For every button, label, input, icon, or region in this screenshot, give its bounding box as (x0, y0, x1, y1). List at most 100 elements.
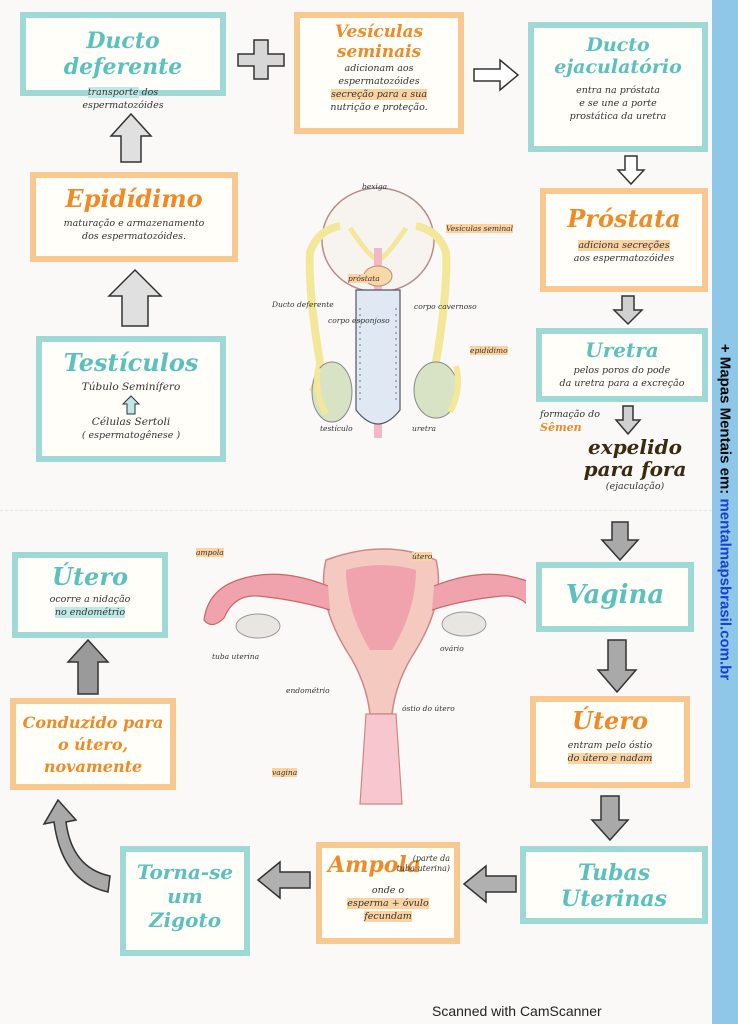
tubas-line1: Tubas (577, 860, 651, 886)
arrow-down-icon (616, 155, 646, 186)
ducto-deferente-title: Ducto deferente (63, 28, 183, 80)
expelido-line1: expelido (588, 435, 682, 459)
prostata-line1: adiciona secreções (578, 240, 670, 251)
prostata-title: Próstata (567, 204, 681, 233)
ampola-title: Ampola (328, 852, 422, 878)
testiculos-line3: ( espermatogênese ) (81, 430, 181, 441)
label-bexiga: bexiga (362, 182, 388, 191)
box-uretra: Uretra pelos poros do pode da uretra par… (536, 328, 708, 402)
label-vagina: vagina (272, 768, 298, 777)
box-utero-right: Útero entram pelo óstio do útero e nadam (530, 696, 690, 788)
arrow-down-icon (590, 795, 630, 842)
ampola-line3: fecundam (364, 911, 412, 922)
box-zigoto: Torna-se um Zigoto (120, 846, 250, 956)
testiculos-line2: Células Sertoli (91, 416, 171, 428)
box-ducto-deferente: Ducto deferente transporte dos espermato… (20, 12, 226, 111)
arrow-left-icon (256, 860, 311, 900)
vesiculas-line3: secreção para a sua (330, 89, 428, 100)
arrow-down-icon (612, 295, 644, 326)
conduzido-line2: o útero, (57, 735, 129, 754)
expelido-note: expelido para fora (ejaculação) (560, 436, 710, 493)
zigoto-line1: Torna-se (136, 860, 234, 884)
label-ampola: ampola (196, 548, 224, 557)
label-ostio: óstio do útero (402, 704, 455, 713)
box-epididimo: Epidídimo maturação e armazenamento dos … (30, 172, 238, 262)
prostata-line2: aos espermatozóides (573, 253, 675, 264)
testiculos-title: Testículos (63, 348, 199, 377)
label-utero: útero (412, 552, 433, 561)
tubas-line2: Uterinas (561, 886, 667, 912)
arrow-up-icon (66, 638, 110, 695)
box-ducto-ejaculatorio: Ducto ejaculatório entra na próstata e s… (528, 22, 708, 152)
label-epididimo: epidídimo (470, 346, 508, 355)
utero-top-title: Útero (52, 562, 128, 591)
ejaculatorio-title2: ejaculatório (554, 56, 682, 78)
box-utero-top: Útero ocorre a nidação no endométrio (12, 552, 168, 638)
arrow-left-icon (462, 864, 517, 904)
utero-top-line1: ocorre a nidação (49, 594, 131, 605)
male-reproductive-diagram (305, 187, 461, 438)
plus-icon (237, 39, 285, 80)
ejaculatorio-line2: e se une a porte (579, 98, 657, 109)
box-testiculos: Testículos Túbulo Seminífero Células Ser… (36, 336, 226, 462)
uretra-line1: pelos poros do pode (573, 365, 671, 376)
penis-shape (355, 289, 401, 425)
box-vagina: Vagina (536, 562, 694, 632)
expelido-sub: (ejaculação) (605, 481, 665, 492)
arrow-right-icon (473, 58, 520, 92)
ampola-note2: tuba uterina) (396, 864, 450, 873)
epididimo-title: Epidídimo (65, 184, 203, 213)
ovary-right-shape (441, 611, 487, 637)
epididimo-line1: maturação e armazenamento (63, 218, 205, 229)
utero-top-line2: no endométrio (54, 607, 126, 618)
vesiculas-line4: nutrição e proteção. (330, 102, 428, 113)
box-prostata: Próstata adiciona secreções aos espermat… (540, 188, 708, 292)
utero-right-title: Útero (572, 706, 648, 735)
ovary-left-shape (235, 613, 281, 639)
sidebar-text: + Mapas Mentais em: mentalmapsbrasil.com… (717, 344, 734, 680)
tube-right-shape (431, 573, 526, 611)
box-vesiculas-seminais: Vesículas seminais adicionam aos esperma… (294, 12, 464, 134)
label-tuba: tuba uterina (212, 652, 260, 661)
testiculos-line1: Túbulo Seminífero (81, 381, 181, 393)
arrow-up-icon (109, 112, 153, 163)
semen-line2: Sêmen (540, 421, 582, 434)
sidebar-prefix: + Mapas Mentais em: (716, 343, 734, 499)
scanner-watermark: Scanned with CamScanner (432, 1003, 602, 1019)
utero-right-line1: entram pelo óstio (567, 740, 653, 751)
epididimo-line2: dos espermatozóides. (81, 231, 186, 242)
semen-line1: formação do (540, 409, 600, 420)
ejaculatorio-line1: entra na próstata (576, 85, 660, 96)
sidebar-url-link[interactable]: mentalmapsbrasil.com.br (716, 498, 734, 681)
semen-note: formação do Sêmen (540, 408, 620, 434)
ejaculatorio-line3: prostática da uretra (569, 111, 667, 122)
box-tubas-uterinas: Tubas Uterinas (520, 846, 708, 924)
ducto-deferente-line2: espermatozóides (82, 100, 164, 111)
vesiculas-title1: Vesículas (334, 22, 424, 42)
vesiculas-line2: espermatozóides (338, 76, 420, 87)
label-uretra: uretra (412, 424, 436, 433)
arrow-down-icon (600, 521, 640, 562)
arrow-up-icon (107, 268, 163, 327)
vagina-title: Vagina (565, 580, 665, 610)
arrow-up-icon (121, 395, 141, 415)
utero-right-line2: do útero e nadam (567, 753, 653, 764)
arrow-down-icon (614, 405, 642, 436)
conduzido-line3: novamente (43, 757, 143, 776)
tube-left-shape (203, 573, 331, 626)
label-endometrio: endométrio (286, 686, 330, 695)
vesiculas-title2: seminais (336, 42, 422, 62)
label-prostata: próstata (348, 274, 380, 283)
label-vesicula: Vesículas seminal (446, 224, 514, 233)
female-reproductive-diagram (203, 548, 526, 805)
conduzido-line1: Conduzido para (22, 713, 164, 732)
ducto-deferente-line1: transporte (87, 87, 139, 98)
zigoto-line3: Zigoto (148, 908, 222, 932)
label-ducto: Ducto deferente (272, 300, 334, 309)
box-ampola: Ampola (parte da tuba uterina) onde o es… (316, 842, 460, 944)
uretra-line2: da uretra para a excreção (559, 378, 685, 389)
ampola-note1: (parte da (412, 854, 450, 863)
ampola-line1: onde o (371, 885, 405, 896)
vesiculas-line1: adicionam aos (344, 63, 414, 74)
label-corpo-esp: corpo esponjoso (328, 316, 390, 325)
